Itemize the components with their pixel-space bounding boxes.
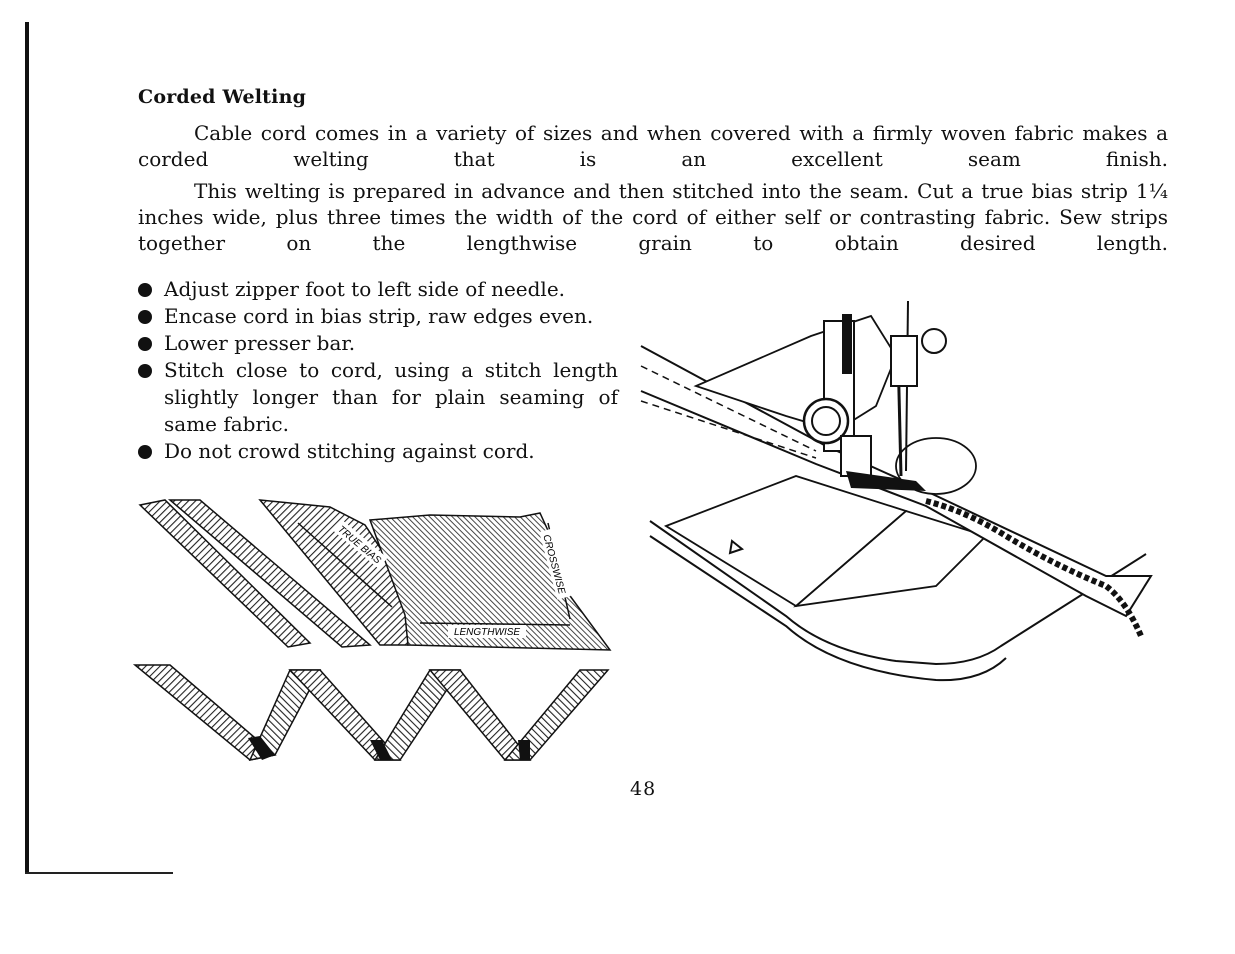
lengthwise-label: LENGTHWISE (454, 627, 520, 638)
bias-strip-shape (138, 499, 312, 648)
presser-bar-shade (842, 314, 852, 374)
cable-cord (925, 498, 1144, 638)
needle-clamp-screw-icon (921, 328, 947, 354)
step-text: Lower presser bar. (164, 331, 356, 355)
strip-segment (428, 669, 532, 761)
zipper-foot-toe (846, 471, 926, 491)
step-text: Do not crowd stitching against cord. (164, 439, 535, 463)
machine-bed-edge (649, 520, 1147, 666)
step-item: Adjust zipper foot to left side of needl… (138, 276, 618, 303)
machine-bed-edge-lower (649, 535, 1007, 682)
steps-list: Adjust zipper foot to left side of needl… (138, 276, 618, 465)
bullet-icon (138, 310, 152, 324)
intro-paragraph: Cable cord comes in a variety of sizes a… (138, 120, 1168, 172)
lengthwise-label-bg (448, 625, 526, 638)
thumb-screw-inner-icon (811, 406, 841, 436)
plate-latch-icon (728, 539, 745, 555)
bullet-icon (138, 283, 152, 297)
page-number: 48 (630, 778, 657, 800)
zipper-foot-illustration (640, 300, 1153, 682)
seam-shade (518, 740, 530, 760)
step-text: Encase cord in bias strip, raw edges eve… (164, 304, 594, 328)
bullet-icon (138, 445, 152, 459)
step-item: Lower presser bar. (138, 330, 618, 357)
true-bias-label-bg (332, 519, 388, 569)
zipper-foot (840, 435, 872, 477)
step-text: Stitch close to cord, using a stitch len… (164, 358, 618, 436)
stitch-line (640, 365, 817, 452)
bullet-icon (138, 364, 152, 378)
intro-paragraph-text: Cable cord comes in a variety of sizes a… (138, 121, 1168, 171)
step-item: Do not crowd stitching against cord. (138, 438, 618, 465)
step-item: Stitch close to cord, using a stitch len… (138, 357, 618, 438)
section-heading: Corded Welting (138, 86, 307, 108)
thumb-screw-icon (802, 397, 850, 445)
step-item: Encase cord in bias strip, raw edges eve… (138, 303, 618, 330)
bias-strip-shape (167, 499, 372, 648)
bullet-icon (138, 337, 152, 351)
preparation-paragraph-text: This welting is prepared in advance and … (138, 179, 1168, 255)
lengthwise-arrow (419, 622, 571, 626)
seam-shade (248, 736, 275, 760)
step-text: Adjust zipper foot to left side of needl… (164, 277, 566, 301)
needle-clamp (890, 335, 918, 387)
page-edge-left (25, 22, 29, 874)
stitch-line (640, 400, 817, 459)
bias-strip-diagram: TRUE BIAS CROSSWISE LENGTHWISE (138, 499, 612, 651)
seam-shade (370, 740, 392, 760)
preparation-paragraph: This welting is prepared in advance and … (138, 178, 1168, 256)
slide-plate-right (793, 509, 988, 608)
crosswise-label-bg (539, 528, 571, 600)
page-edge-bottom (25, 872, 173, 874)
feed-plate (895, 437, 977, 495)
joined-strips-diagram (132, 664, 610, 762)
true-bias-arrow (297, 522, 393, 608)
